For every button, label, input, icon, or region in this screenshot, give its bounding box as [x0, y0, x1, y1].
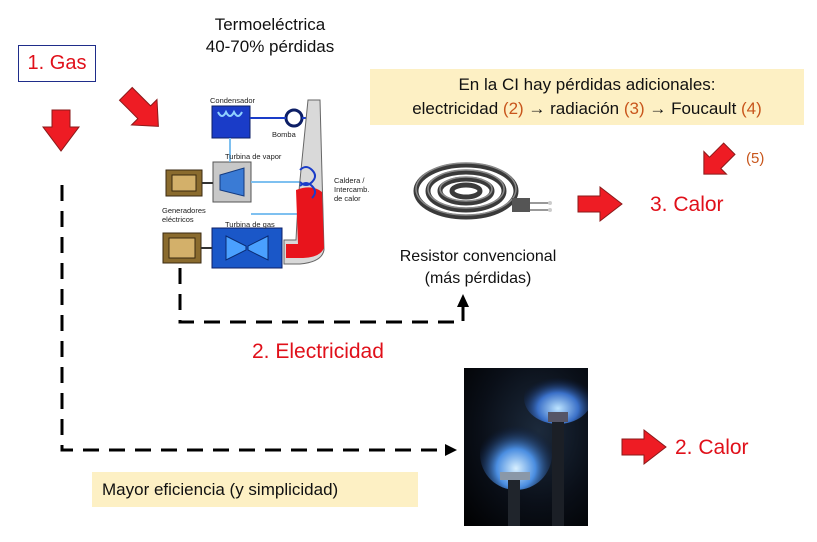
dashed-arrowhead-resistor: [457, 294, 469, 307]
additional-losses-note: En la CI hay pérdidas adicionales: elect…: [370, 69, 804, 125]
resistor-label: Resistor convencional (más pérdidas): [380, 246, 576, 290]
calor-2-label: 2. Calor: [675, 436, 749, 459]
loss-five-label: (5): [746, 150, 765, 167]
thermo-title-line2: 40-70% pérdidas: [205, 37, 335, 56]
resistor-line2: (más pérdidas): [424, 270, 532, 287]
condenser-coil: [217, 109, 243, 117]
red-arrow-five-icon: [703, 142, 736, 175]
label-condensador: Condensador: [210, 96, 256, 105]
gas-flame-image: [464, 368, 588, 526]
gas-turbine-block: [211, 227, 283, 269]
red-arrow-down-icon: [42, 109, 80, 152]
efficiency-note: Mayor eficiencia (y simplicidad): [92, 472, 418, 507]
resistor-line1: Resistor convencional: [399, 248, 557, 265]
note-line1: En la CI hay pérdidas adicionales:: [458, 75, 716, 94]
dashed-gas-to-burner: [60, 185, 445, 452]
label-turbina-gas: Turbina de gas: [225, 220, 275, 229]
electricidad-label: 2. Electricidad: [252, 340, 384, 363]
calor-3-label: 3. Calor: [650, 193, 724, 216]
dashed-generator-to-resistor: [178, 268, 465, 324]
red-arrow-diagonal-icon: [118, 86, 159, 127]
label-turbina-vapor: Turbina de vapor: [225, 152, 282, 161]
thermo-title-line1: Termoeléctrica: [214, 15, 326, 34]
red-arrow-right-calor3-icon: [577, 185, 623, 223]
gas-source-box: 1. Gas: [18, 45, 96, 82]
red-arrow-right-calor2-icon: [621, 428, 667, 466]
label-bomba: Bomba: [272, 130, 296, 139]
dashed-arrowhead-burner: [445, 444, 457, 456]
note-line2: electricidad (2) → radiación (3) → Fouca…: [412, 99, 762, 118]
label-generadores: Generadores eléctricos: [162, 206, 206, 224]
thermo-title: Termoeléctrica 40-70% pérdidas: [180, 14, 360, 58]
label-caldera: Caldera / Intercamb. de calor: [334, 176, 370, 203]
